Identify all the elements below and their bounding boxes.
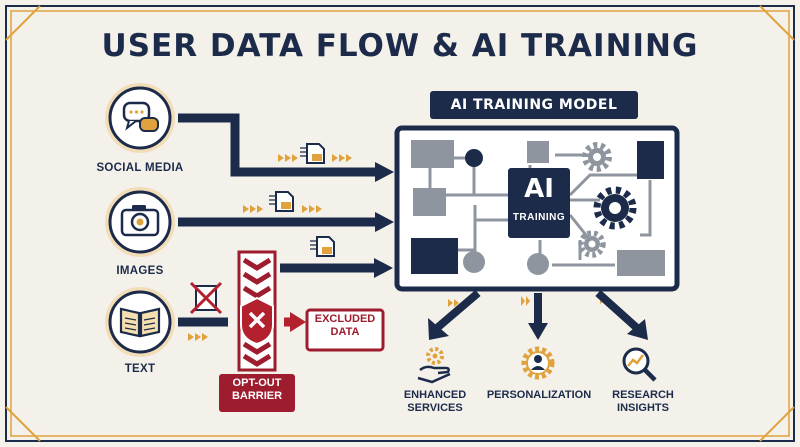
excluded-data-box <box>305 308 385 352</box>
model-title: AI TRAINING MODEL <box>430 91 638 119</box>
data-document-icon <box>269 191 294 212</box>
gear-icon <box>593 186 637 230</box>
opt-out-barrier-label: OPT-OUT BARRIER <box>231 377 283 402</box>
social-media-label: SOCIAL MEDIA <box>96 162 184 174</box>
research-insights-label: RESEARCH INSIGHTS <box>612 389 674 414</box>
hand-gear-icon <box>417 347 451 384</box>
ai-core-label: AI <box>524 174 554 204</box>
data-document-icon <box>300 143 325 164</box>
ai-core-sublabel: TRAINING <box>512 212 566 223</box>
images-source <box>105 187 175 257</box>
output-arrows <box>428 289 648 340</box>
enhanced-services-label: ENHANCED SERVICES <box>403 389 467 414</box>
gold-chevrons <box>188 154 611 341</box>
diagram-title: USER DATA FLOW & AI TRAINING <box>101 28 699 64</box>
personalization-label: PERSONALIZATION <box>486 389 592 401</box>
excluded-data-label: EXCLUDED DATA <box>314 313 376 338</box>
opt-out-barrier <box>219 250 295 412</box>
gear-icon <box>578 230 606 258</box>
chat-bubbles-icon <box>122 101 159 132</box>
user-gear-icon <box>521 346 555 380</box>
data-document-icon <box>310 236 335 257</box>
social-media-source <box>105 83 175 153</box>
gear-icon <box>582 142 612 172</box>
camera-icon <box>120 205 160 237</box>
ai-model-board <box>394 125 680 292</box>
images-label: IMAGES <box>116 265 164 277</box>
text-label: TEXT <box>124 363 156 375</box>
text-source <box>105 287 175 357</box>
magnifier-chart-icon <box>622 347 657 382</box>
flow-arrows <box>178 113 394 332</box>
blocked-document-icon <box>189 281 223 315</box>
outer-frame <box>5 5 795 442</box>
open-book-icon <box>119 307 161 338</box>
